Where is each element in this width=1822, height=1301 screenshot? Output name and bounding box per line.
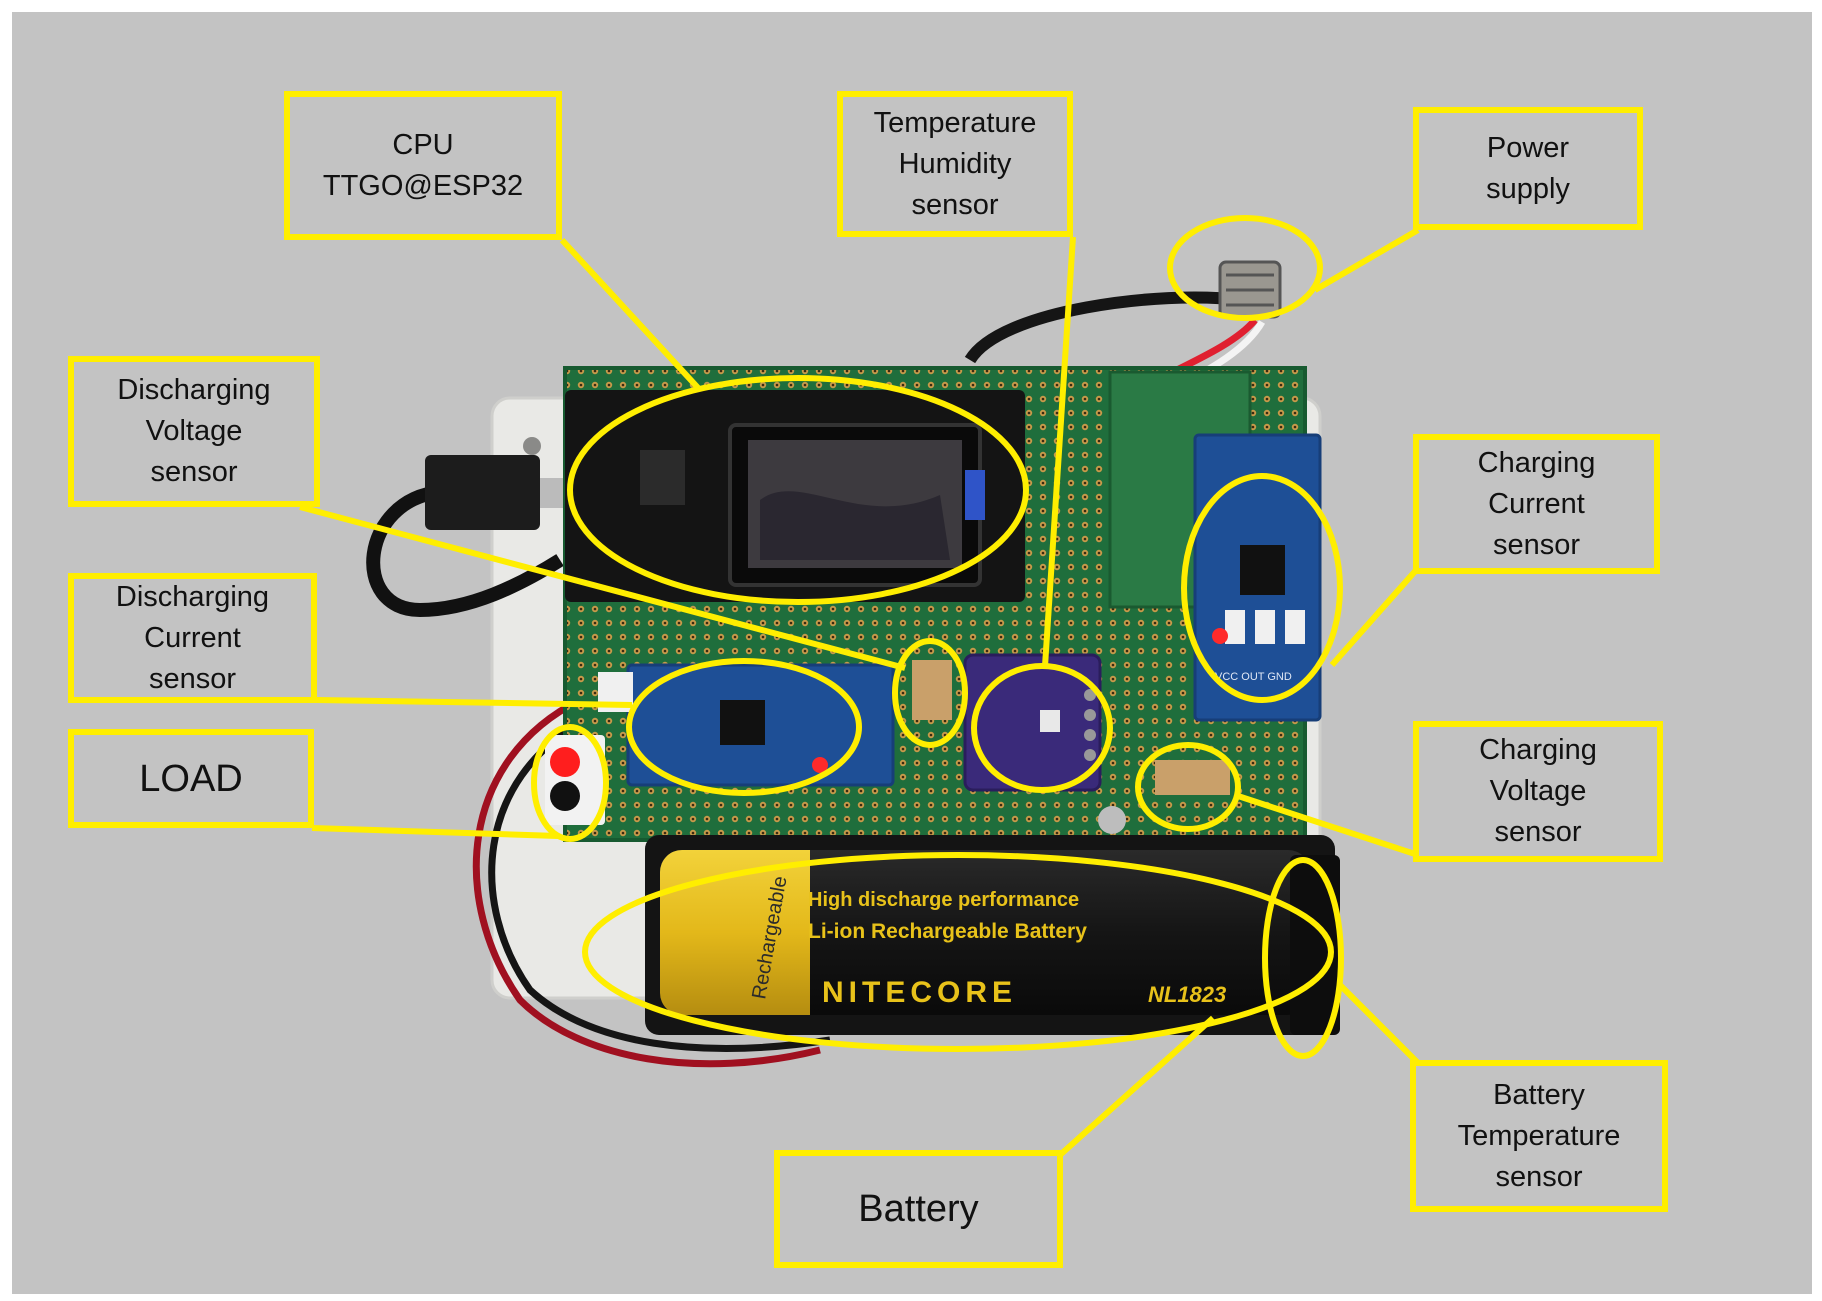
label-line: Discharging	[115, 580, 270, 613]
leader-temp-humidity	[1042, 236, 1076, 667]
power-cable	[964, 291, 1241, 364]
label-line: Temperature	[873, 106, 1037, 139]
label-battery-temperature-sensor: Battery Temperature sensor	[1410, 1060, 1668, 1212]
label-line: Battery	[1493, 1078, 1585, 1111]
highlight-charging-current	[1181, 473, 1343, 703]
label-power-supply: Power supply	[1413, 107, 1643, 230]
leader-battery-temperature	[1337, 982, 1421, 1066]
voltage-divider-charge	[1155, 760, 1230, 795]
label-line: Charging	[1477, 446, 1596, 479]
label-load: LOAD	[68, 729, 314, 828]
battery-text-line1: High discharge performance	[808, 889, 1079, 911]
leader-discharging-voltage	[299, 504, 906, 671]
label-line: LOAD	[139, 757, 243, 800]
leader-charging-voltage	[1234, 792, 1419, 858]
battery-cell	[660, 850, 1310, 1015]
label-line: Voltage	[1489, 775, 1587, 807]
label-line: Discharging	[117, 374, 271, 406]
label-discharging-current-sensor: Discharging Current sensor	[68, 573, 317, 703]
label-charging-current-sensor: Charging Current sensor	[1413, 434, 1660, 574]
label-line: Charging	[1479, 734, 1597, 766]
battery-label-stripe	[660, 850, 810, 1015]
label-line: CPU	[392, 128, 454, 161]
label-temperature-humidity-sensor: Temperature Humidity sensor	[837, 91, 1073, 237]
usb-cable	[366, 485, 564, 618]
label-line: sensor	[1494, 816, 1582, 848]
highlight-charging-voltage	[1135, 742, 1241, 832]
label-line: TTGO@ESP32	[322, 169, 524, 202]
label-line: Current	[144, 621, 241, 654]
load-wire	[472, 696, 821, 1068]
leader-cpu	[559, 237, 703, 393]
label-line: Voltage	[145, 415, 243, 447]
label-line: Current	[1488, 487, 1585, 520]
voltage-divider-discharge	[912, 660, 952, 720]
label-battery: Battery	[774, 1150, 1063, 1268]
leader-discharging-current	[316, 697, 633, 708]
leader-load	[311, 825, 559, 839]
label-charging-voltage-sensor: Charging Voltage sensor	[1413, 721, 1663, 862]
battery-text-line2: Li-ion Rechargeable Battery	[808, 920, 1087, 943]
leader-charging-current	[1329, 566, 1421, 667]
usb-plug	[425, 455, 540, 530]
label-line: sensor	[911, 188, 999, 221]
label-line: sensor	[150, 456, 238, 488]
label-line: Battery	[858, 1188, 979, 1230]
label-discharging-voltage-sensor: Discharging Voltage sensor	[68, 356, 320, 507]
highlight-cpu	[567, 375, 1029, 605]
battery-brand: NITECORE	[822, 976, 1017, 1009]
highlight-discharging-voltage	[892, 638, 968, 748]
load-negative-icon	[550, 781, 580, 811]
module-pin-label: VCC OUT GND	[1215, 671, 1292, 683]
label-line: sensor	[1495, 1160, 1583, 1193]
label-line: Temperature	[1457, 1119, 1621, 1152]
label-line: sensor	[148, 662, 237, 695]
label-line: sensor	[1492, 528, 1581, 561]
highlight-battery-temperature	[1262, 857, 1344, 1059]
highlight-temp-humidity	[971, 663, 1113, 793]
label-cpu: CPU TTGO@ESP32	[284, 91, 562, 240]
load-positive-icon	[550, 747, 580, 777]
label-line: supply	[1486, 172, 1570, 205]
leader-battery	[1057, 1015, 1216, 1158]
highlight-load	[531, 724, 609, 842]
highlight-discharging-current	[626, 658, 862, 796]
label-line: Humidity	[898, 147, 1012, 180]
label-line: Power	[1486, 131, 1570, 164]
highlight-power-supply	[1167, 215, 1323, 321]
leader-power-supply	[1313, 227, 1420, 293]
highlight-battery	[582, 852, 1334, 1052]
battery-model: NL1823	[1148, 982, 1226, 1007]
